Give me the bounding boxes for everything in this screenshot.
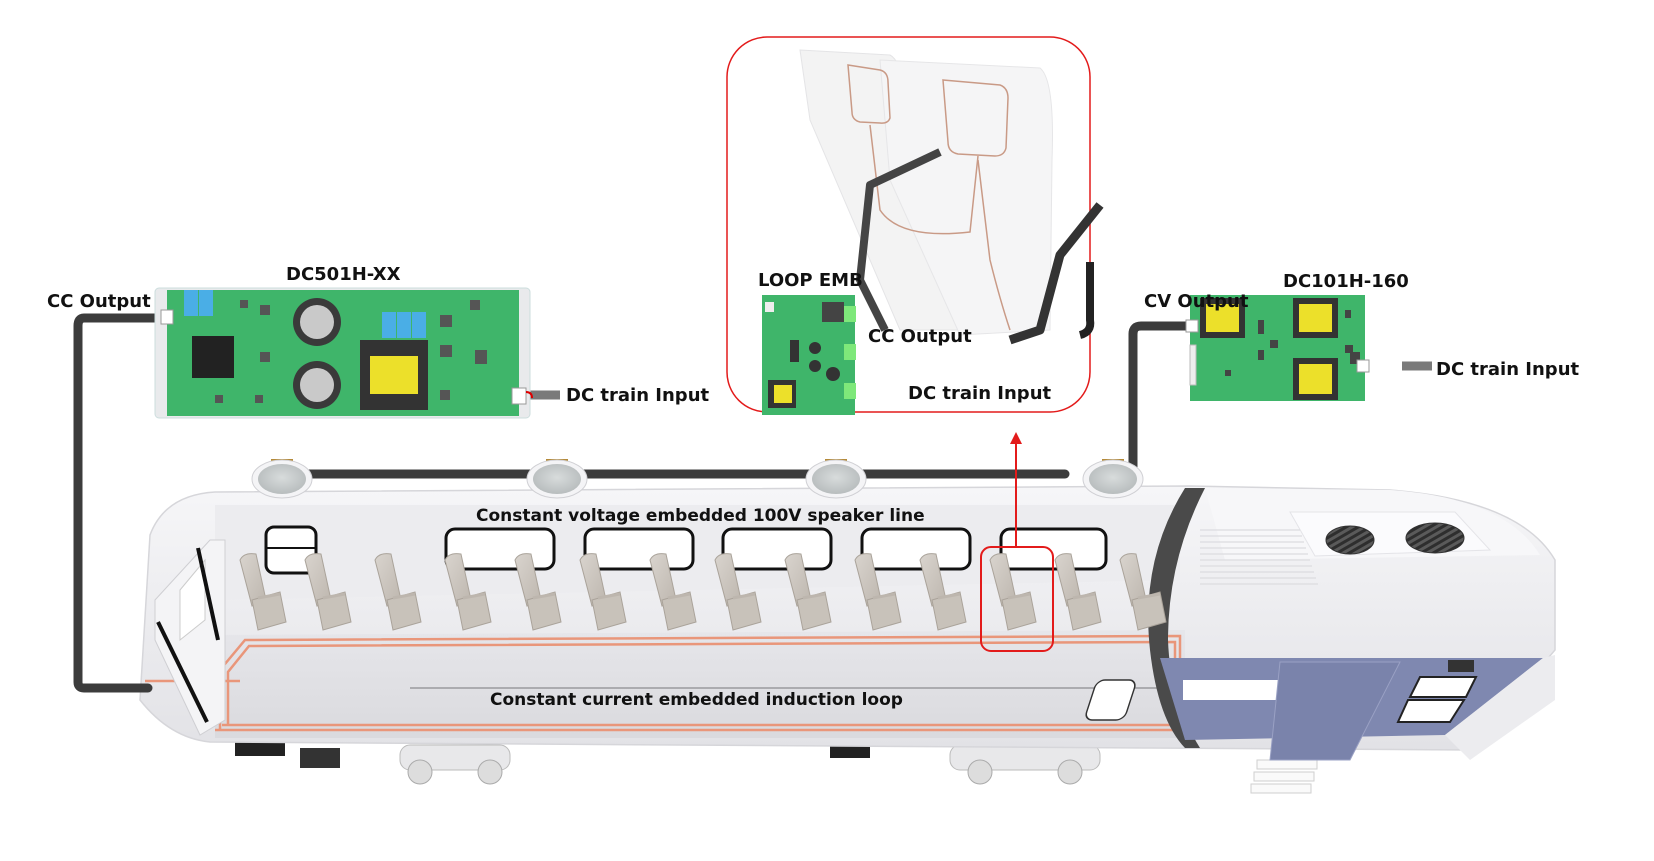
rear-door <box>154 539 226 736</box>
seat-icon <box>989 553 1037 631</box>
seat-icon <box>919 553 967 631</box>
dc101h-output-label: CV Output <box>1144 291 1249 312</box>
cab-roof <box>1200 488 1540 585</box>
speaker-icon <box>805 459 867 499</box>
speaker-icon <box>526 459 588 499</box>
dc501h-model-label: DC501H-XX <box>286 264 401 285</box>
loop-emb-output-label: CC Output <box>868 326 972 347</box>
speaker-icon <box>1082 459 1144 499</box>
seat-icon <box>649 553 697 631</box>
loop-emb-input-label: DC train Input <box>908 383 1052 404</box>
undercarriage <box>235 740 1318 794</box>
induction-loop-label: Constant current embedded induction loop <box>490 690 903 710</box>
seat-icon <box>579 553 627 631</box>
seat-icon <box>304 553 352 631</box>
seat-icon <box>714 553 762 631</box>
speaker-icon <box>251 459 313 499</box>
cv-output-cable-right <box>1085 321 1195 479</box>
seat-highlight <box>980 442 1054 652</box>
dc501h-input-label: DC train Input <box>566 385 710 406</box>
seat-icon <box>514 553 562 631</box>
cab-bulkhead <box>1148 488 1205 748</box>
cab-window <box>1396 660 1478 723</box>
cab-door <box>1085 661 1401 761</box>
seat-icon <box>239 553 287 631</box>
arrow-up-icon <box>1010 432 1022 444</box>
loop-emb-model-label: LOOP EMB <box>758 270 863 291</box>
dc101h-model-label: DC101H-160 <box>1283 271 1409 292</box>
dc101h-input-label: DC train Input <box>1436 359 1580 380</box>
seat-icon <box>1054 553 1102 631</box>
seat-icon <box>444 553 492 631</box>
ceiling-speakers <box>251 459 1144 499</box>
dc501h-board <box>154 287 533 419</box>
seat-icon <box>374 553 422 631</box>
dc501h-output-label: CC Output <box>47 291 151 312</box>
roof-vent <box>1405 522 1465 554</box>
floor <box>215 630 1185 738</box>
cc-output-cable-left <box>73 313 173 693</box>
seat-icon <box>854 553 902 631</box>
stripe-window <box>1183 680 1303 700</box>
speaker-line-label: Constant voltage embedded 100V speaker l… <box>476 506 925 526</box>
seat-icon <box>784 553 832 631</box>
train-car <box>139 485 1556 794</box>
seats <box>239 553 1167 631</box>
seat-detail-inset <box>726 36 1104 415</box>
roof-vent <box>1325 525 1375 555</box>
dc101h-board <box>1185 295 1370 401</box>
seat-icon <box>1119 553 1167 631</box>
windows <box>264 525 1108 575</box>
